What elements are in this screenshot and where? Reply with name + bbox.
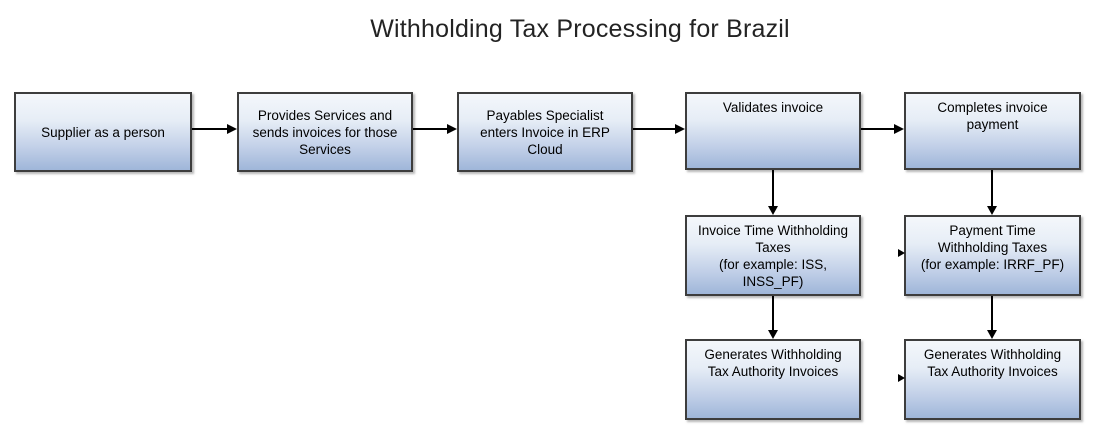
flow-node-payment-time-taxes: Payment Time Withholding Taxes (for exam… <box>904 215 1081 296</box>
flow-node-label: Generates Withholding Tax Authority Invo… <box>704 347 842 379</box>
flow-node-invoice-time-taxes: Invoice Time Withholding Taxes (for exam… <box>685 215 861 296</box>
flow-node-label: Invoice Time Withholding Taxes (for exam… <box>697 223 849 289</box>
arrow-invoice-time-to-generates <box>768 296 778 339</box>
page-title: Withholding Tax Processing for Brazil <box>370 15 790 43</box>
flow-node-generates-tax-invoices-left: Generates Withholding Tax Authority Invo… <box>685 339 861 420</box>
flow-node-label: Payment Time Withholding Taxes (for exam… <box>920 223 1065 272</box>
flow-node-label: Provides Services and sends invoices for… <box>252 107 398 157</box>
flow-node-label: Supplier as a person <box>41 124 165 140</box>
arrowhead-stub-payment-time-icon <box>898 249 905 257</box>
arrow-validates-to-invoice-time <box>768 170 778 215</box>
arrow-completes-to-payment-time <box>987 170 997 215</box>
flow-node-label: Completes invoice payment <box>937 100 1048 132</box>
flow-node-generates-tax-invoices-right: Generates Withholding Tax Authority Invo… <box>904 339 1081 420</box>
arrow-payables-to-validates <box>633 124 685 134</box>
flow-node-label: Generates Withholding Tax Authority Invo… <box>923 347 1062 379</box>
arrow-validates-to-completes <box>861 124 904 134</box>
flow-node-supplier: Supplier as a person <box>14 92 192 172</box>
flow-node-label: Payables Specialist enters Invoice in ER… <box>480 107 610 157</box>
arrowhead-stub-generates-right-icon <box>898 374 905 382</box>
arrow-supplier-to-provides <box>192 124 237 134</box>
flow-node-completes-payment: Completes invoice payment <box>904 92 1081 170</box>
flow-node-label: Validates invoice <box>722 100 824 115</box>
arrow-provides-to-payables <box>413 124 457 134</box>
flow-node-validates-invoice: Validates invoice <box>685 92 861 170</box>
arrow-payment-time-to-generates <box>987 296 997 339</box>
flow-node-payables-enters-invoice: Payables Specialist enters Invoice in ER… <box>457 92 633 172</box>
flow-node-provides-services: Provides Services and sends invoices for… <box>237 92 413 172</box>
